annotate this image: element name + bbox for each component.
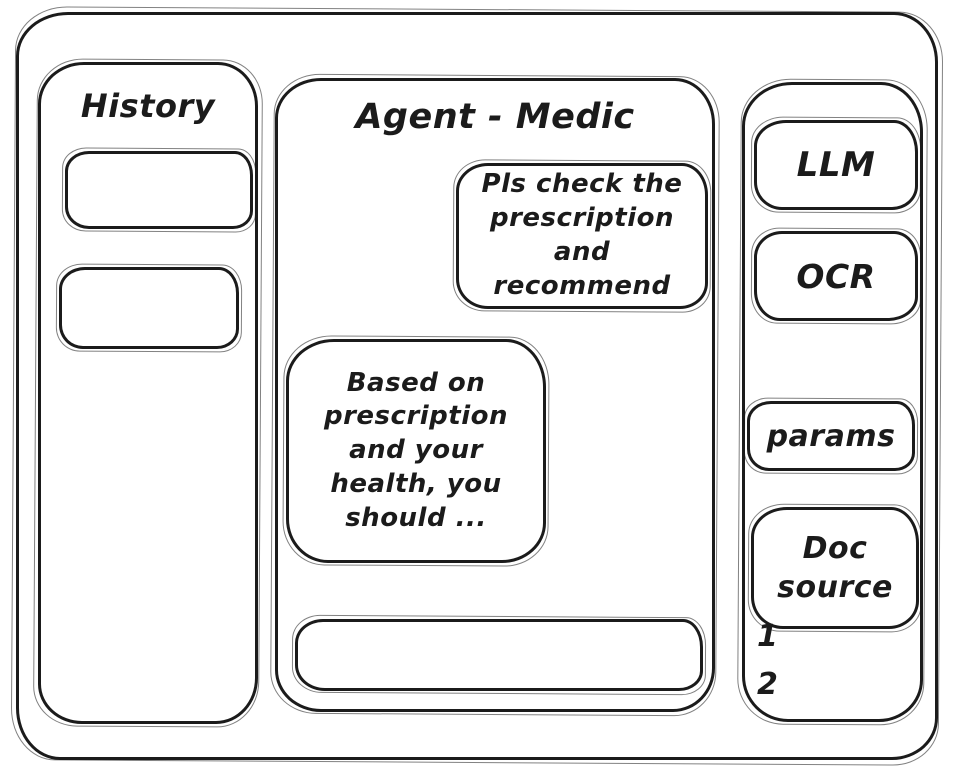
doc-source-list: 1 2: [757, 613, 778, 709]
doc-source-item[interactable]: 2: [757, 667, 779, 702]
doc-source-item[interactable]: 1: [757, 619, 779, 654]
ocr-button[interactable]: OCR: [754, 231, 918, 321]
chat-panel: Agent - Medic Pls check the prescription…: [275, 78, 715, 712]
chat-input-bar: [295, 619, 703, 691]
user-message-bubble: Pls check the prescription and recommend: [456, 163, 708, 309]
chat-input[interactable]: [302, 626, 696, 684]
chat-title: Agent - Medic: [355, 97, 635, 137]
llm-button[interactable]: LLM: [754, 120, 918, 210]
history-panel: History: [38, 62, 258, 724]
tools-panel: LLM OCR params Doc source 1 2: [742, 82, 923, 722]
history-item[interactable]: [65, 151, 253, 229]
params-button[interactable]: params: [747, 401, 915, 471]
doc-source-button[interactable]: Doc source: [751, 507, 919, 629]
history-title: History: [80, 87, 216, 125]
history-item[interactable]: [59, 267, 239, 349]
agent-message-bubble: Based on prescription and your health, y…: [286, 339, 546, 563]
